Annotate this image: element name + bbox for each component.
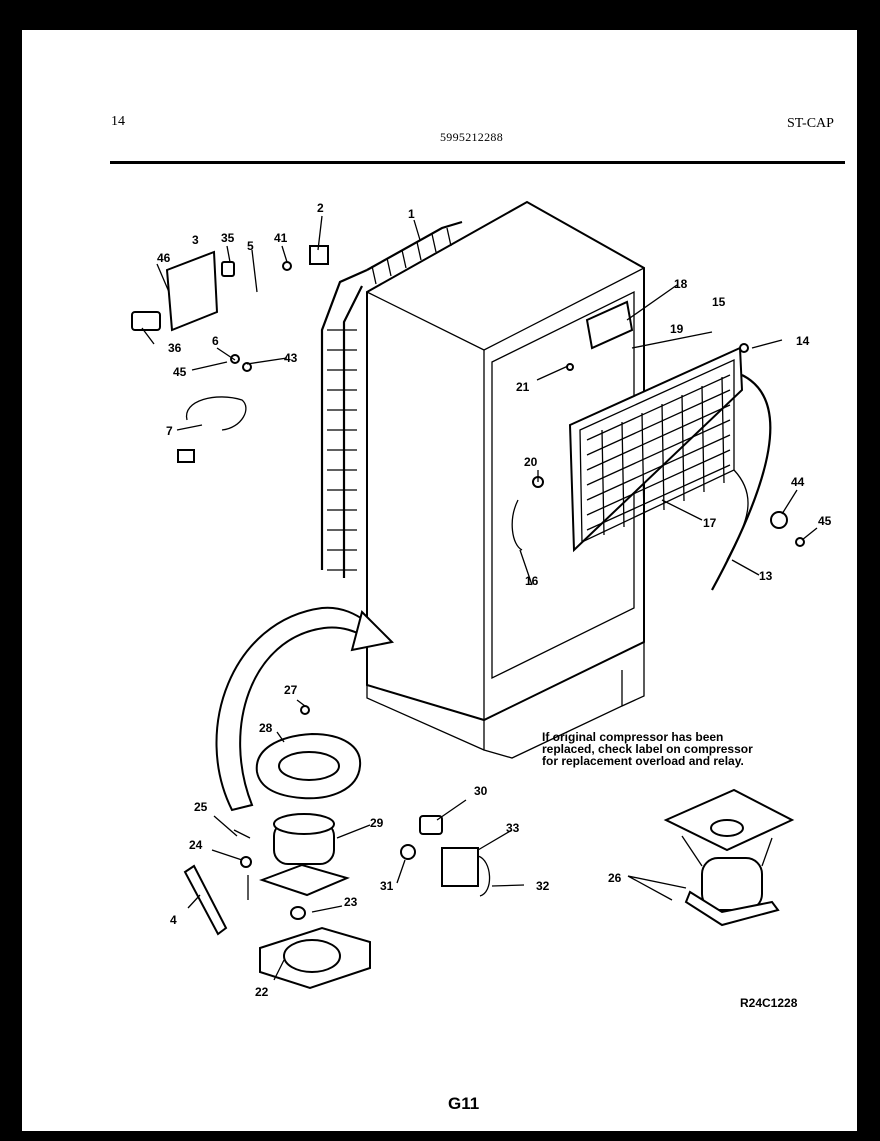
part-label: 3 (192, 233, 199, 247)
part-label: 29 (370, 816, 384, 830)
assembly-arrow (215, 606, 395, 812)
part-label: 33 (506, 821, 520, 835)
header-rule (110, 161, 845, 164)
part-label: 32 (536, 879, 550, 893)
part-label: 36 (168, 341, 182, 355)
part-label: 31 (380, 879, 394, 893)
part-label: 19 (670, 322, 684, 336)
leader-lines (141, 215, 818, 981)
part-label: 7 (166, 424, 173, 438)
page-code: G11 (448, 1094, 480, 1113)
upper-left-parts (131, 245, 329, 463)
part-label: 24 (189, 838, 203, 852)
cabinet (366, 200, 645, 759)
part-label: 18 (674, 277, 688, 291)
reference-code: R24C1228 (740, 996, 798, 1010)
part-label: 45 (173, 365, 187, 379)
part-labels: 1 2 3 35 5 41 46 36 6 45 43 7 18 15 19 1… (157, 201, 832, 999)
parts-diagram-page: 14 5995212288 ST-CAP If original compres… (22, 30, 857, 1131)
part-label: 4 (170, 913, 177, 927)
part-label: 43 (284, 351, 298, 365)
alternate-compressor (663, 788, 795, 927)
evaporator (568, 346, 772, 591)
part-label: 41 (274, 231, 288, 245)
part-label: 13 (759, 569, 773, 583)
part-label: 22 (255, 985, 269, 999)
part-label: 23 (344, 895, 358, 909)
part-label: 5 (247, 239, 254, 253)
part-label: 14 (796, 334, 810, 348)
part-label: 6 (212, 334, 219, 348)
compressor-note: If original compressor has been replaced… (542, 730, 753, 768)
part-label: 1 (408, 207, 415, 221)
part-label: 46 (157, 251, 171, 265)
part-label: 25 (194, 800, 208, 814)
part-label: 2 (317, 201, 324, 215)
part-label: 35 (221, 231, 235, 245)
part-label: 30 (474, 784, 488, 798)
overload-relay-parts (400, 815, 491, 897)
part-label: 15 (712, 295, 726, 309)
part-label: 45 (818, 514, 832, 528)
part-label: 16 (525, 574, 539, 588)
part-label: 26 (608, 871, 622, 885)
part-label: 17 (703, 516, 717, 530)
part-label: 21 (516, 380, 530, 394)
condenser-coil (320, 220, 463, 578)
part-label: 44 (791, 475, 805, 489)
exploded-view-diagram: 1 2 3 35 5 41 46 36 6 45 43 7 18 15 19 1… (131, 200, 832, 999)
part-label: 28 (259, 721, 273, 735)
part-number: 5995212288 (440, 130, 503, 144)
page-number: 14 (111, 114, 125, 129)
part-label: 27 (284, 683, 298, 697)
right-side-parts (511, 300, 805, 551)
compressor-assembly (183, 705, 371, 990)
section-code: ST-CAP (787, 116, 834, 131)
part-label: 20 (524, 455, 538, 469)
